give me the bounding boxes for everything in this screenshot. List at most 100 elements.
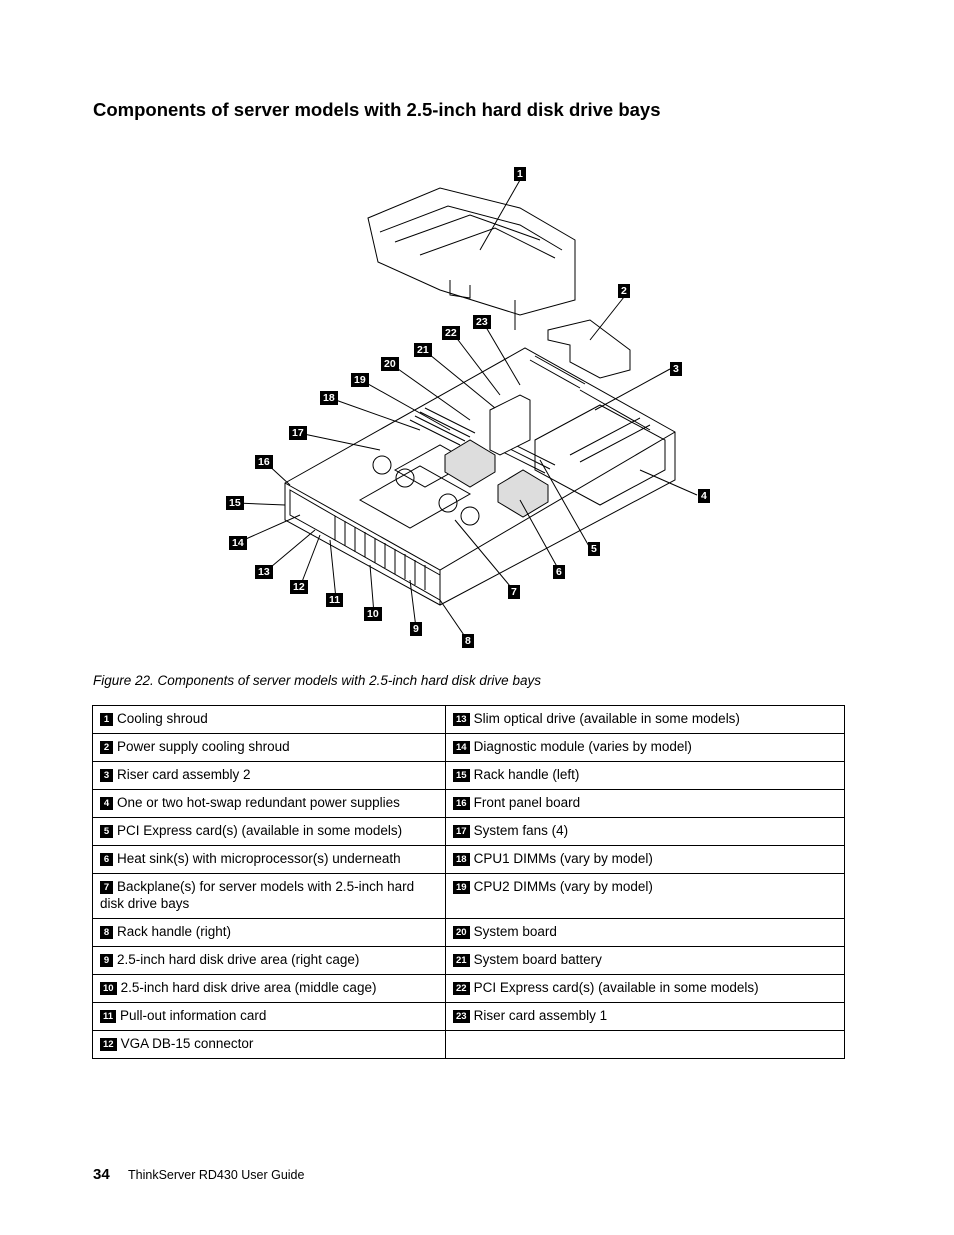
callout-12: 12 — [290, 580, 308, 594]
component-name: Rack handle (right) — [117, 924, 232, 939]
component-number-badge: 17 — [453, 825, 470, 838]
callout-8: 8 — [462, 634, 474, 648]
callout-22: 22 — [442, 326, 460, 340]
table-cell: 8 Rack handle (right) — [92, 918, 446, 947]
component-name: Diagnostic module (varies by model) — [473, 739, 692, 754]
component-number-badge: 7 — [100, 881, 113, 894]
component-name: PCI Express card(s) (available in some m… — [473, 980, 759, 995]
page-number: 34 — [93, 1166, 110, 1183]
table-cell: 6 Heat sink(s) with microprocessor(s) und… — [92, 845, 446, 874]
callout-3: 3 — [670, 362, 682, 376]
component-number-badge: 5 — [100, 825, 113, 838]
table-cell: 3 Riser card assembly 2 — [92, 761, 446, 790]
table-cell: 4 One or two hot-swap redundant power sup… — [92, 789, 446, 818]
callout-23: 23 — [473, 315, 491, 329]
component-number-badge: 3 — [100, 769, 113, 782]
callout-14: 14 — [229, 536, 247, 550]
callout-1: 1 — [514, 167, 526, 181]
callout-2: 2 — [618, 284, 630, 298]
component-number-badge: 23 — [453, 1010, 470, 1023]
callout-16: 16 — [255, 455, 273, 469]
component-number-badge: 12 — [100, 1038, 117, 1051]
component-name: Front panel board — [473, 795, 581, 810]
component-name: Slim optical drive (available in some mo… — [473, 711, 740, 726]
section-heading: Components of server models with 2.5-inc… — [93, 99, 661, 120]
component-name: CPU2 DIMMs (vary by model) — [473, 879, 653, 894]
callout-19: 19 — [351, 373, 369, 387]
component-number-badge: 11 — [100, 1010, 117, 1023]
component-name: System board battery — [473, 952, 602, 967]
component-number-badge: 22 — [453, 982, 470, 995]
component-name: System board — [473, 924, 557, 939]
component-name: Backplane(s) for server models with 2.5-… — [100, 879, 415, 911]
component-number-badge: 21 — [453, 954, 470, 967]
component-name: Heat sink(s) with microprocessor(s) unde… — [117, 851, 401, 866]
component-name: VGA DB-15 connector — [120, 1036, 254, 1051]
component-name: One or two hot-swap redundant power supp… — [117, 795, 400, 810]
callout-5: 5 — [588, 542, 600, 556]
table-cell: 9 2.5-inch hard disk drive area (right ca… — [92, 946, 446, 975]
component-name: System fans (4) — [473, 823, 569, 838]
component-number-badge: 18 — [453, 853, 470, 866]
component-name: Pull-out information card — [120, 1008, 267, 1023]
component-number-badge: 1 — [100, 713, 113, 726]
callout-4: 4 — [698, 489, 710, 503]
footer-title: ThinkServer RD430 User Guide — [128, 1168, 305, 1182]
component-name: Riser card assembly 1 — [473, 1008, 608, 1023]
table-cell — [445, 1030, 845, 1059]
callout-6: 6 — [553, 565, 565, 579]
server-illustration — [235, 179, 698, 642]
component-number-badge: 16 — [453, 797, 470, 810]
component-number-badge: 8 — [100, 926, 113, 939]
component-name: 2.5-inch hard disk drive area (middle ca… — [120, 980, 377, 995]
figure-caption: Figure 22. Components of server models w… — [93, 673, 541, 688]
component-number-badge: 9 — [100, 954, 113, 967]
component-number-badge: 6 — [100, 853, 113, 866]
component-name: Power supply cooling shroud — [117, 739, 290, 754]
component-number-badge: 15 — [453, 769, 470, 782]
callout-17: 17 — [289, 426, 307, 440]
component-number-badge: 20 — [453, 926, 470, 939]
component-number-badge: 10 — [100, 982, 117, 995]
callout-18: 18 — [320, 391, 338, 405]
component-name: Riser card assembly 2 — [117, 767, 251, 782]
table-row: 9 2.5-inch hard disk drive area (right ca… — [92, 946, 845, 975]
component-number-badge: 4 — [100, 797, 113, 810]
component-name: CPU1 DIMMs (vary by model) — [473, 851, 653, 866]
component-number-badge: 14 — [453, 741, 470, 754]
table-row: 4 One or two hot-swap redundant power sup… — [92, 789, 845, 818]
callout-11: 11 — [326, 593, 344, 607]
callout-9: 9 — [410, 622, 422, 636]
component-name: Rack handle (left) — [473, 767, 580, 782]
callout-15: 15 — [226, 496, 244, 510]
table-row: 6 Heat sink(s) with microprocessor(s) und… — [92, 845, 845, 874]
server-exploded-diagram: 1 2 3 4 5 6 7 8 9 10 11 12 13 14 15 16 1… — [226, 167, 710, 648]
component-name: 2.5-inch hard disk drive area (right cag… — [117, 952, 360, 967]
component-number-badge: 19 — [453, 881, 470, 894]
component-name: Cooling shroud — [117, 711, 208, 726]
